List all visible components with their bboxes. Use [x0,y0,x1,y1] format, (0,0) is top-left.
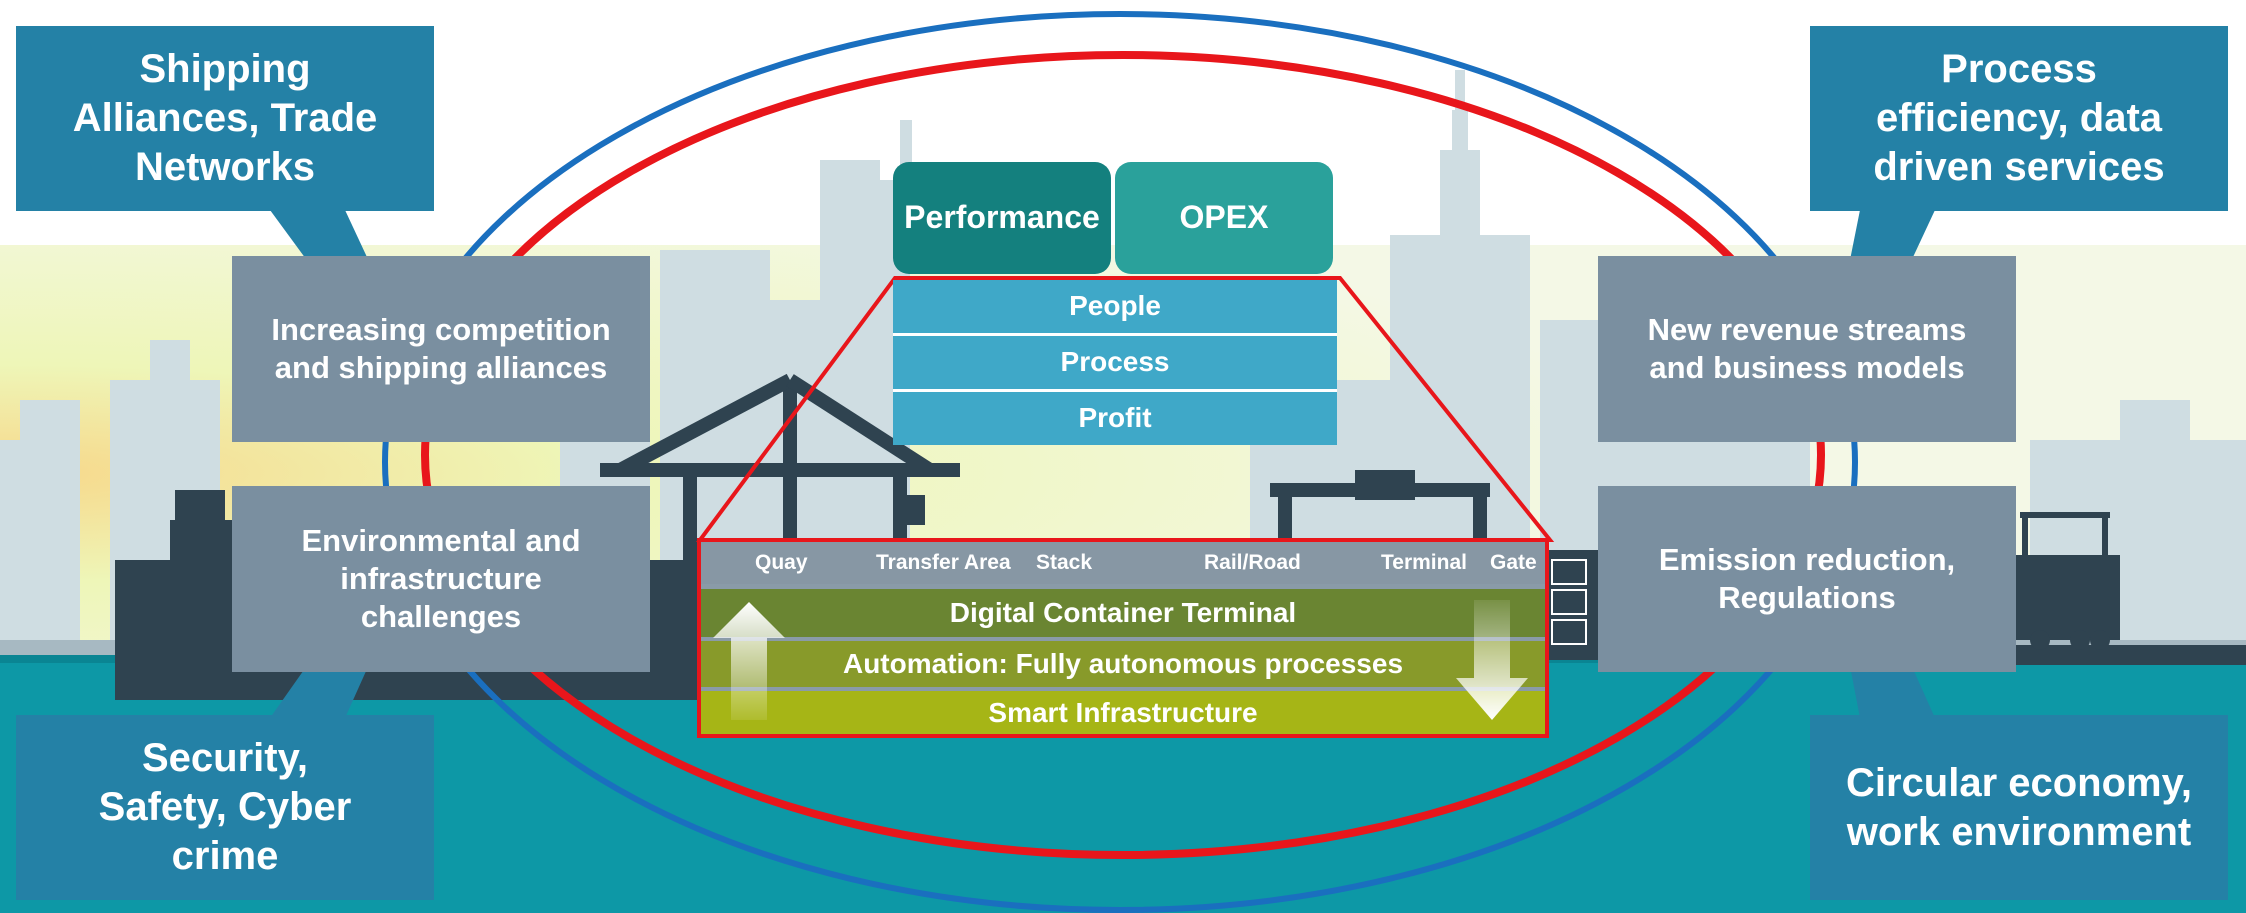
driver-text-upper-left: Increasing competition and shipping alli… [271,312,611,385]
zone-rail-road: Rail/Road [1204,551,1301,574]
driver-text-lower-right: Emission reduction, Regulations [1658,542,1956,615]
tab-performance: Performance [893,162,1111,274]
corner-box-bottom-right: Circular economy, work environment [1810,715,2228,900]
driver-box-lower-left: Environmental and infrastructure challen… [232,486,650,672]
ppp-profit-label: Profit [1078,402,1152,434]
terminal-box: Quay Transfer Area Stack Rail/Road Termi… [697,538,1549,738]
truck-icon [2020,512,2110,620]
terminal-zone-strip: Quay Transfer Area Stack Rail/Road Termi… [701,542,1545,584]
layer-smart-infrastructure: Smart Infrastructure [701,691,1545,734]
corner-box-top-left: Shipping Alliances, Trade Networks [16,26,434,211]
ppp-profit: Profit [893,392,1337,445]
layer-automation: Automation: Fully autonomous processes [701,641,1545,687]
driver-text-upper-right: New revenue streams and business models [1647,312,1967,385]
zone-stack: Stack [1036,551,1093,574]
layer-digital-container-terminal: Digital Container Terminal [701,589,1545,637]
tab-performance-label: Performance [904,199,1100,236]
ppp-process: Process [893,336,1337,392]
ppp-people-label: People [1069,290,1161,322]
zone-gate: Gate [1490,551,1537,574]
layer-automation-label: Automation: Fully autonomous processes [842,648,1404,679]
driver-box-upper-left: Increasing competition and shipping alli… [232,256,650,442]
terminal-zoom-outline [696,276,1555,542]
ppp-people: People [893,280,1337,336]
zone-quay: Quay [755,551,808,574]
ppp-process-label: Process [1060,346,1170,378]
tab-opex: OPEX [1115,162,1333,274]
tab-opex-label: OPEX [1179,199,1269,236]
corner-text-top-left: Shipping Alliances, Trade Networks [72,47,378,189]
inner-red-ring [421,51,1825,859]
corner-text-bottom-right: Circular economy, work environment [1845,760,2193,854]
corner-box-top-right: Process efficiency, data driven services [1810,26,2228,211]
corner-text-bottom-left: Security, Safety, Cyber crime [98,736,352,878]
driver-box-lower-right: Emission reduction, Regulations [1598,486,2016,672]
layer-smart-infrastructure-label: Smart Infrastructure [988,696,1258,728]
corner-text-top-right: Process efficiency, data driven services [1873,47,2165,189]
zone-terminal: Terminal [1381,551,1467,574]
driver-box-upper-right: New revenue streams and business models [1598,256,2016,442]
layer-digital-container-terminal-label: Digital Container Terminal [949,597,1297,628]
zone-transfer-area: Transfer Area [876,551,1011,574]
outer-blue-ring [382,11,1858,913]
corner-box-bottom-left: Security, Safety, Cyber crime [16,715,434,900]
driver-text-lower-left: Environmental and infrastructure challen… [301,523,581,634]
